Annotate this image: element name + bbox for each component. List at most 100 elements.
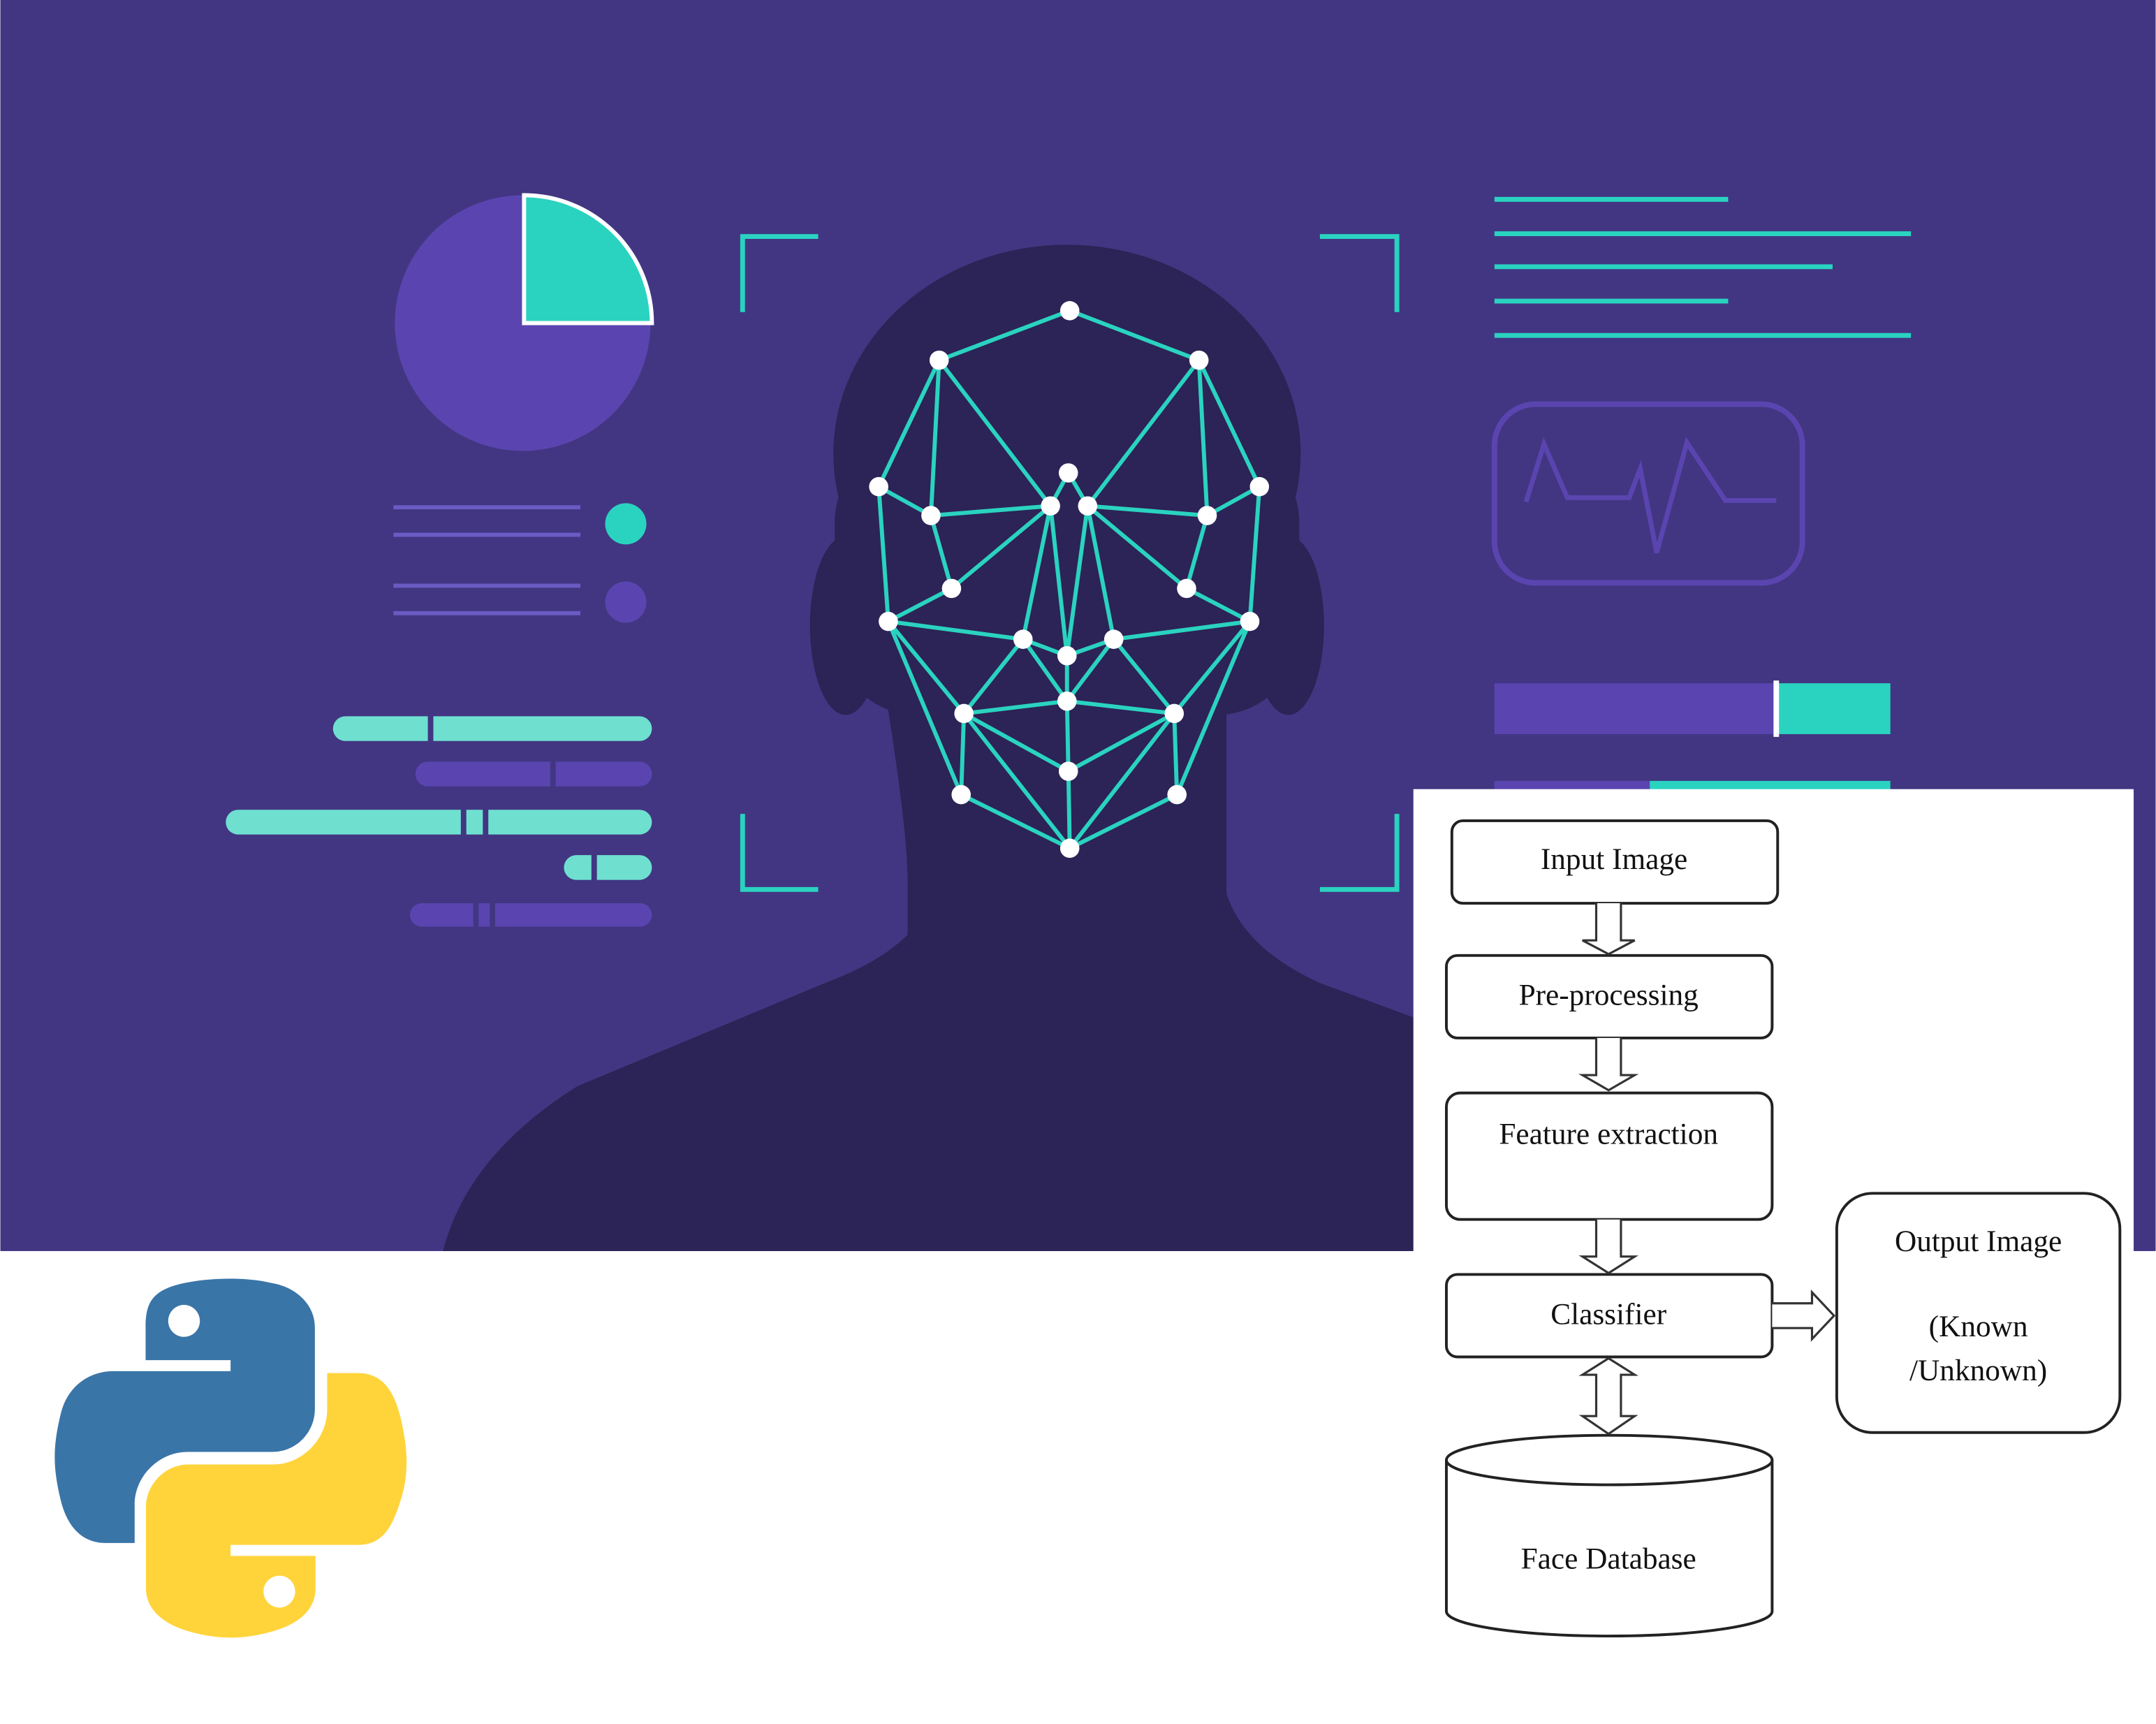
mesh-node (1177, 578, 1196, 599)
mesh-edge (877, 359, 941, 488)
mesh-node (1249, 476, 1270, 497)
mesh-node (1240, 611, 1260, 631)
node-output-unknown-label: /Unknown) (1909, 1354, 2047, 1387)
mesh-node (951, 784, 971, 805)
legend-lines (393, 505, 581, 615)
node-output-image-label: Output Image (1895, 1225, 2062, 1258)
mesh-node (929, 350, 949, 370)
mesh-node (1059, 301, 1080, 321)
mesh-node (1059, 838, 1080, 859)
mesh-edge (1113, 619, 1250, 642)
mesh-edge (937, 358, 1053, 508)
mesh-edge (1064, 505, 1090, 657)
node-input-image: Input Image (1450, 819, 1780, 905)
node-classifier: Classifier (1444, 1273, 1774, 1359)
flowchart: Input Image Pre-processing Feature extra… (1444, 819, 2122, 1638)
text-lines-right (1494, 196, 1912, 338)
node-feature-extraction-label: Feature extraction (1499, 1117, 1718, 1150)
python-logo (54, 1278, 407, 1638)
face-mesh-icon (869, 301, 1270, 859)
arrow-down-1 (1582, 903, 1636, 956)
mesh-edge (930, 504, 1051, 518)
mesh-edge (950, 504, 1053, 590)
mesh-node (879, 611, 898, 631)
legend-dot-violet (605, 581, 647, 623)
mesh-edge (1069, 792, 1178, 850)
mesh-node (954, 703, 974, 724)
arrow-right-output (1772, 1290, 1836, 1342)
mesh-edge (1086, 504, 1188, 590)
mesh-edge (1172, 713, 1180, 795)
mesh-edge (1064, 701, 1071, 772)
arrow-bidirectional-database (1578, 1357, 1639, 1436)
node-pre-processing: Pre-processing (1444, 954, 1774, 1039)
node-input-image-label: Input Image (1541, 842, 1687, 876)
node-face-database: Face Database (1444, 1433, 1774, 1638)
mesh-edge (886, 620, 963, 796)
mesh-node (869, 476, 888, 497)
scan-brackets (740, 234, 1400, 892)
mesh-edge (962, 712, 1072, 850)
mesh-edge (1021, 638, 1069, 703)
node-output-image: Output Image (Known /Unknown) (1835, 1192, 2122, 1434)
mesh-edge (1067, 711, 1175, 773)
mesh-edge (1197, 359, 1261, 488)
mesh-edge (962, 711, 1070, 773)
mesh-edge (1066, 699, 1175, 716)
mesh-edge (1175, 620, 1252, 796)
node-classifier-label: Classifier (1550, 1297, 1666, 1331)
mesh-edge (959, 713, 967, 795)
mesh-edge (1172, 620, 1252, 715)
mesh-edge (1065, 638, 1116, 703)
pie-chart-icon (395, 193, 654, 451)
mesh-edge (1066, 771, 1072, 849)
mesh-edge (888, 619, 1024, 642)
mesh-edge (928, 360, 941, 516)
mesh-node (1057, 691, 1077, 711)
mesh-edge (1069, 309, 1200, 363)
mesh-edge (1085, 505, 1116, 640)
node-face-database-label: Face Database (1521, 1542, 1696, 1576)
mesh-node (1103, 629, 1124, 649)
mesh-edge (1087, 504, 1208, 518)
mesh-edge (1068, 712, 1176, 850)
mesh-node (1058, 463, 1078, 483)
mesh-edge (887, 586, 953, 624)
mesh-edge (963, 699, 1068, 716)
arrow-down-2 (1578, 1037, 1639, 1092)
mesh-edge (1020, 505, 1053, 640)
mesh-node (1041, 496, 1060, 516)
mesh-edge (1185, 515, 1210, 590)
mesh-node (1013, 629, 1033, 649)
mesh-node (1197, 506, 1217, 525)
mesh-node (1058, 761, 1078, 781)
mesh-node (921, 506, 941, 525)
progress-bars-left (226, 713, 652, 930)
mesh-edge (1048, 505, 1069, 657)
mesh-edge (960, 792, 1071, 850)
head-silhouette (443, 244, 1414, 1251)
mesh-edge (938, 309, 1071, 363)
mesh-node (1057, 646, 1077, 666)
mesh-edge (1085, 358, 1201, 508)
node-output-known-label: (Known (1929, 1310, 2028, 1343)
legend-dot-teal (605, 503, 647, 545)
node-pre-processing-label: Pre-processing (1519, 979, 1699, 1012)
mesh-edge (1206, 485, 1261, 518)
mesh-edge (1196, 360, 1210, 516)
mesh-node (1164, 703, 1185, 724)
arrow-down-3 (1578, 1219, 1639, 1275)
mesh-edge (1247, 486, 1262, 622)
mesh-edge (929, 515, 954, 590)
mesh-edge (877, 485, 932, 518)
mesh-edge (1185, 586, 1251, 624)
mesh-edge (1112, 638, 1176, 715)
node-feature-extraction: Feature extraction (1444, 1091, 1774, 1221)
mesh-node (1078, 496, 1098, 516)
mesh-edge (886, 620, 966, 715)
mesh-node (941, 578, 962, 599)
mesh-node (1167, 784, 1187, 805)
heartbeat-icon (1491, 401, 1805, 586)
mesh-node (1189, 350, 1209, 370)
